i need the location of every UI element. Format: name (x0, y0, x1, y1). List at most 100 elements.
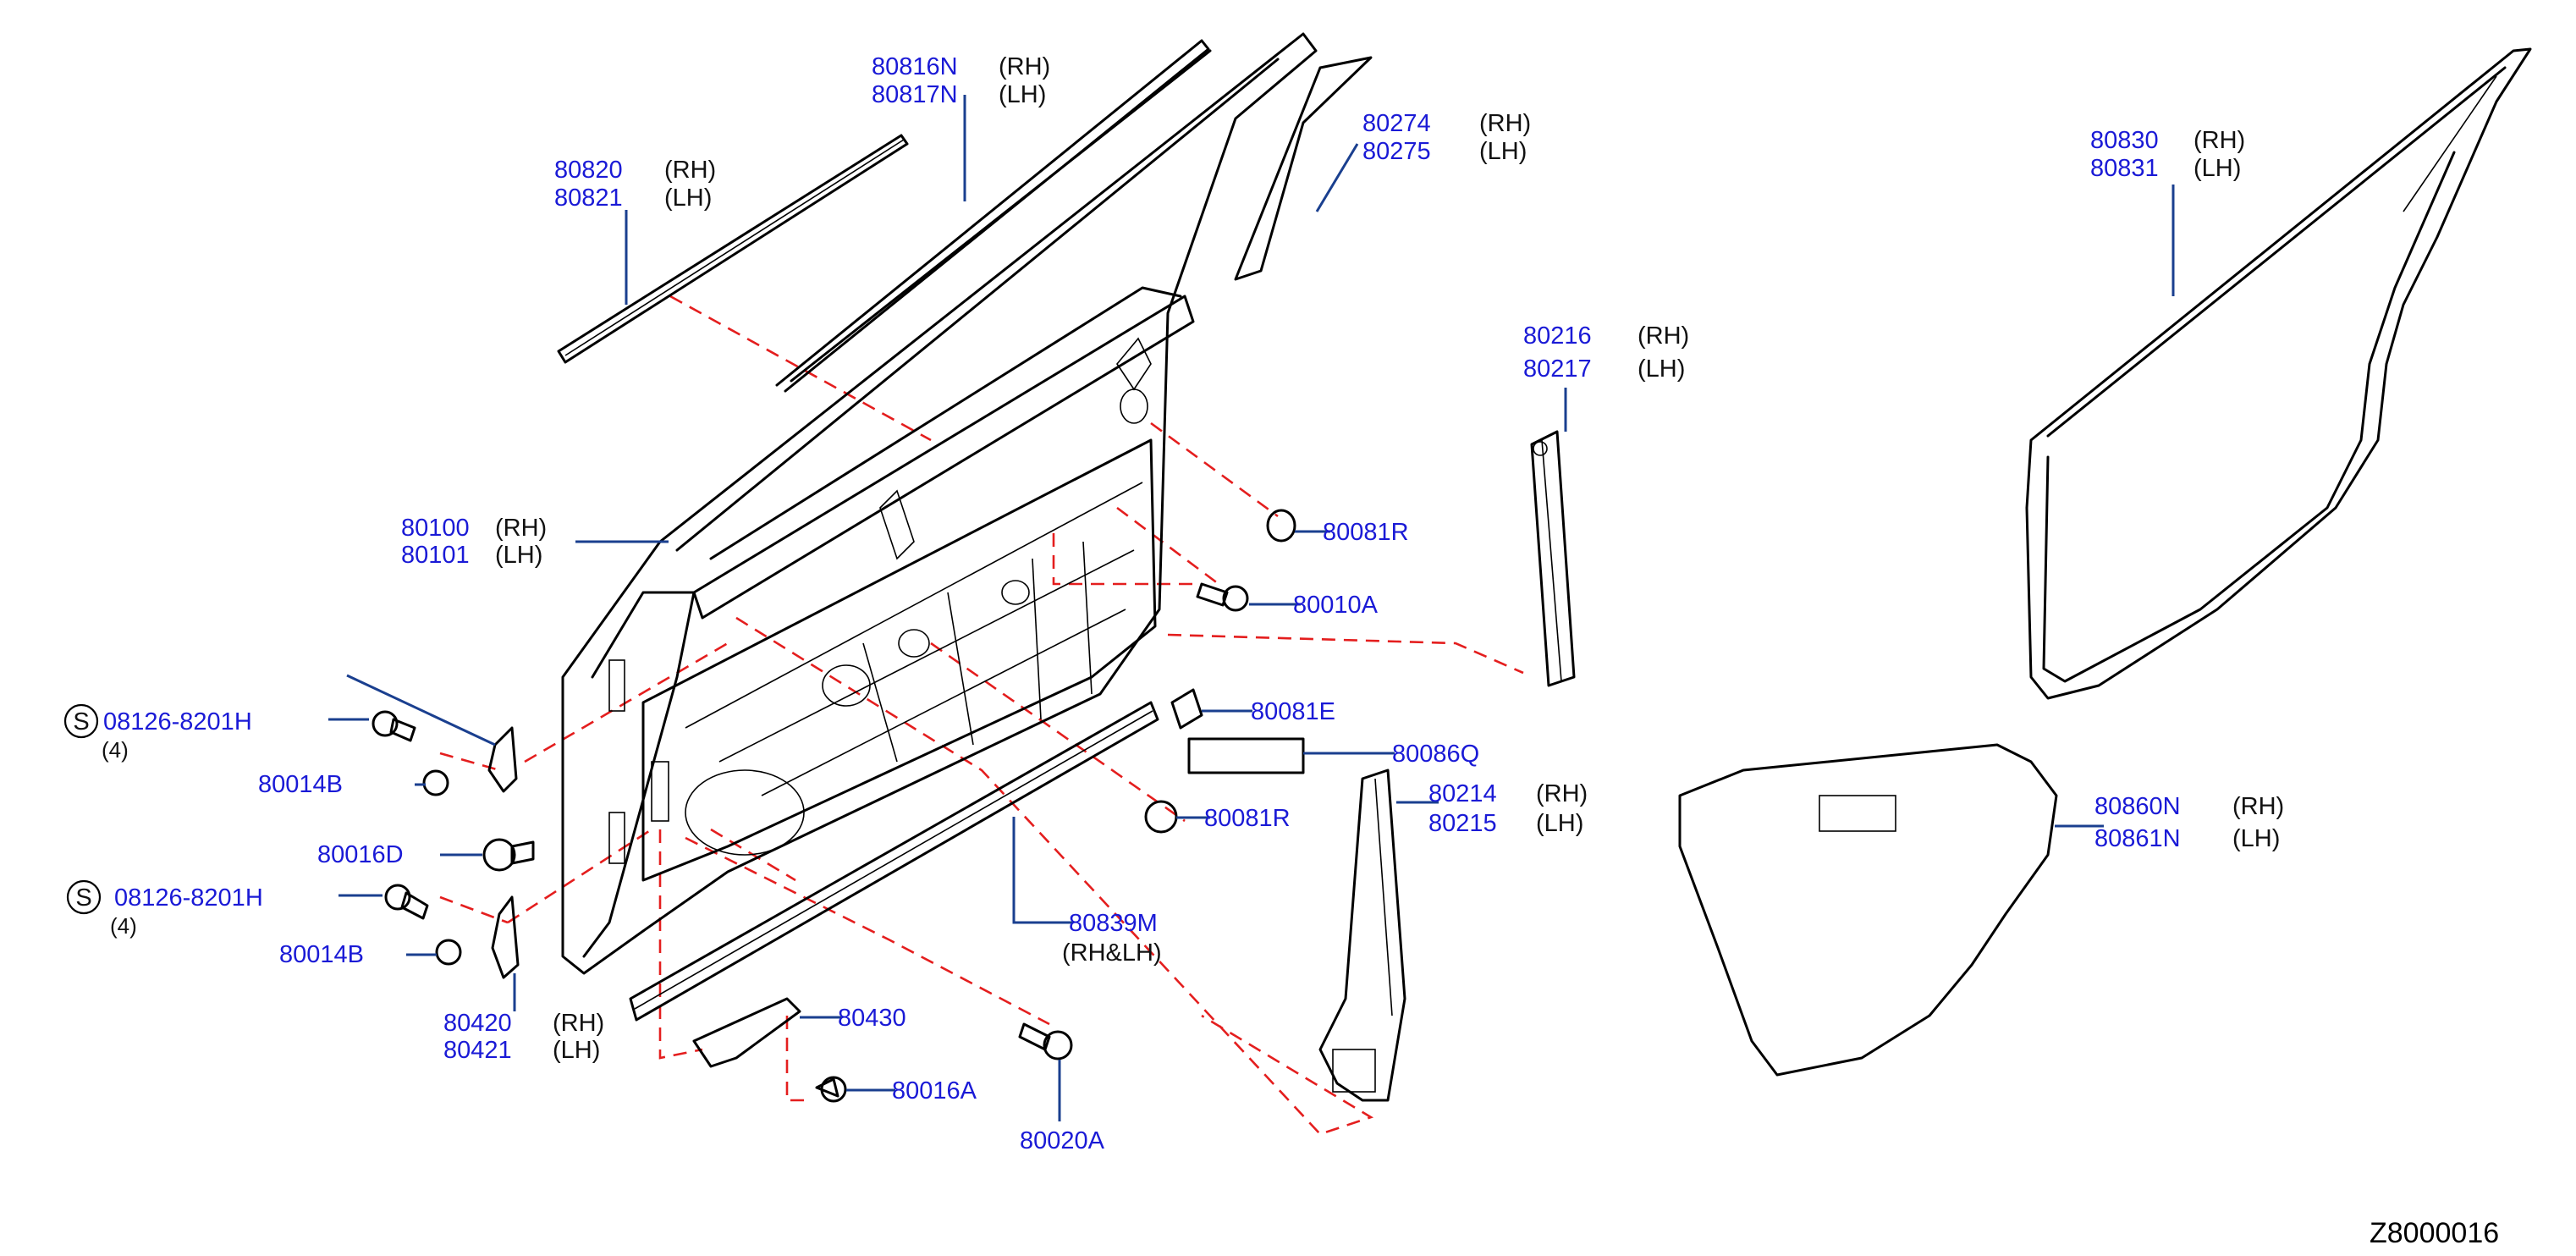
callout-80014B-bottom: 80014B (279, 941, 364, 968)
dashed-guide-lines (439, 295, 1524, 1136)
side-label: (RH) (664, 157, 716, 184)
side-label: (RH) (495, 515, 547, 542)
side-label: (LH) (2193, 155, 2241, 182)
bolt-80016D (482, 838, 535, 872)
bolt-08126-upper (372, 710, 416, 742)
side-label: (RH) (553, 1010, 604, 1037)
door-weatherstrip (2025, 47, 2532, 700)
side-label: (LH) (2232, 825, 2280, 852)
door-sash-trim (1234, 56, 1373, 281)
side-label: (RH) (1536, 780, 1588, 807)
side-label: (LH) (1479, 138, 1527, 165)
part-number: 80100 (401, 515, 470, 542)
part-number: 80101 (401, 542, 470, 569)
part-number: 80420 (443, 1010, 512, 1037)
callout-80216: 80216 80217 (RH) (LH) (1523, 322, 1689, 383)
diagram-id: Z8000016 (2370, 1217, 2499, 1249)
part-number: 80215 (1428, 810, 1497, 837)
part-number: 80016A (892, 1077, 977, 1105)
callout-80020A: 80020A (1020, 1127, 1105, 1154)
callout-80010A: 80010A (1293, 592, 1379, 619)
inner-belt-seal (629, 701, 1159, 1022)
callout-80100: 80100 80101 (RH) (LH) (401, 515, 547, 569)
part-number: 80016D (317, 841, 404, 868)
side-label: (RH) (999, 53, 1050, 80)
standard-part-symbol-letter: S (73, 708, 89, 735)
part-number: 80430 (838, 1005, 906, 1032)
part-number: 80217 (1523, 355, 1592, 383)
side-label: (LH) (553, 1037, 600, 1064)
side-label: (LH) (664, 185, 712, 212)
quantity-label: (4) (110, 913, 137, 939)
callout-80830: 80830 80831 (RH) (LH) (2090, 127, 2245, 182)
bolt-80020A (1018, 1022, 1073, 1060)
callout-80839M: 80839M (RH&LH) (1062, 910, 1162, 967)
door-insulator-pad (1678, 743, 2058, 1077)
lower-hinge (491, 895, 520, 979)
callout-80420: 80420 80421 (RH) (LH) (443, 1010, 604, 1064)
nut-80014B-upper (422, 769, 449, 796)
part-number: 80820 (554, 157, 623, 184)
plug-lower (1144, 800, 1178, 834)
part-number: 80421 (443, 1037, 512, 1064)
side-label: (LH) (495, 542, 542, 569)
nut-80014B-lower (435, 939, 462, 966)
part-number: 80216 (1523, 322, 1592, 350)
side-label: (RH) (1638, 322, 1689, 350)
door-check-link (692, 997, 801, 1068)
upper-hinge (487, 726, 518, 793)
leader-lines (328, 95, 2175, 1121)
side-label: (LH) (999, 81, 1046, 108)
part-number: 80086Q (1392, 741, 1479, 768)
callout-80430: 80430 (838, 1005, 906, 1032)
part-number: 80839M (1069, 910, 1158, 937)
callout-80816N: 80816N 80817N (RH) (LH) (872, 53, 1050, 108)
side-label: (LH) (1536, 810, 1583, 837)
part-number: 80081E (1251, 698, 1335, 725)
part-number: 80020A (1020, 1127, 1105, 1154)
part-number: 80275 (1362, 138, 1431, 165)
bolt-80016A (815, 1076, 847, 1103)
callout-80214: 80214 80215 (RH) (LH) (1428, 780, 1588, 837)
side-label: (RH&LH) (1062, 939, 1162, 967)
part-number: 08126-8201H (103, 708, 252, 735)
side-label: (RH) (2232, 793, 2284, 820)
callout-80860N: 80860N 80861N (RH) (LH) (2094, 793, 2284, 852)
part-number: 80010A (1293, 592, 1379, 619)
plug-upper (1266, 509, 1296, 543)
side-label: (RH) (1479, 110, 1531, 137)
part-number: 80821 (554, 185, 623, 212)
standard-part-symbol (63, 703, 99, 739)
callout-80081R-bottom: 80081R (1204, 805, 1291, 832)
callout-80081E: 80081E (1251, 698, 1335, 725)
bolt-08126-lower (384, 884, 429, 920)
standard-part-lower: S 08126-8201H (4) (66, 879, 263, 939)
callout-80086Q: 80086Q (1392, 741, 1479, 768)
standard-part-symbol (66, 879, 102, 915)
callout-80014B-top: 80014B (258, 771, 343, 798)
sash-channel (1530, 430, 1576, 687)
window-frame-moulding (775, 39, 1212, 393)
part-number: 80014B (279, 941, 364, 968)
part-number: 80214 (1428, 780, 1497, 807)
part-number: 80830 (2090, 127, 2159, 154)
callout-80820: 80820 80821 (RH) (LH) (554, 157, 716, 212)
label-plate (1187, 737, 1305, 774)
standard-part-upper: S 08126-8201H (4) (63, 703, 252, 763)
callout-80016A: 80016A (892, 1077, 977, 1105)
part-number: 80860N (2094, 793, 2181, 820)
callout-80081R-top: 80081R (1323, 519, 1409, 546)
callout-80016D: 80016D (317, 841, 404, 868)
side-label: (RH) (2193, 127, 2245, 154)
part-number: 80861N (2094, 825, 2181, 852)
clip-80081E (1170, 688, 1203, 730)
rear-lower-sash (1318, 768, 1406, 1102)
part-number: 80014B (258, 771, 343, 798)
part-number: 80081R (1204, 805, 1291, 832)
standard-part-symbol-letter: S (75, 884, 91, 912)
side-label: (LH) (1638, 355, 1685, 383)
part-number: 80817N (872, 81, 958, 108)
bolt-80010A (1196, 582, 1249, 612)
quantity-label: (4) (102, 737, 129, 763)
